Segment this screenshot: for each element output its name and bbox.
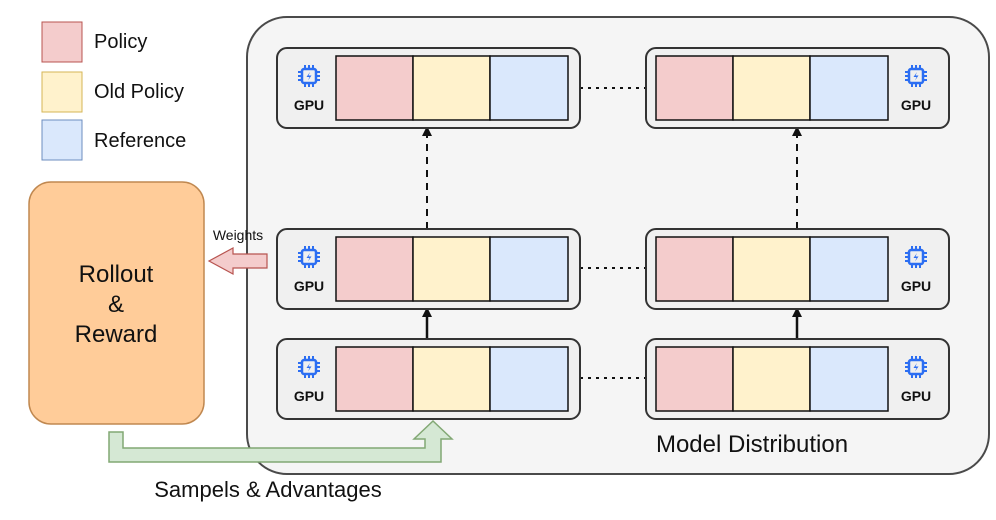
- policy-block: [655, 55, 734, 121]
- gpu-label: GPU: [294, 97, 324, 113]
- gpu-node-right-middle: GPU: [645, 228, 950, 310]
- model-distribution-label: Model Distribution: [656, 431, 848, 458]
- gpu-label: GPU: [294, 388, 324, 404]
- gpu-label: GPU: [294, 278, 324, 294]
- weights-label: Weights: [213, 227, 263, 243]
- reference-block: [489, 346, 569, 412]
- gpu-node-left-top: GPU: [276, 47, 581, 129]
- old-policy-block: [732, 236, 811, 302]
- legend-swatch-old-policy: [41, 71, 83, 113]
- legend-swatch-policy: [41, 21, 83, 63]
- rollout-reward-box: Rollout & Reward: [28, 181, 205, 425]
- reference-block: [489, 236, 569, 302]
- samples-advantages-arrow: [108, 419, 454, 463]
- weights-arrow: [207, 246, 268, 276]
- old-policy-block: [412, 55, 491, 121]
- legend-swatch-reference: [41, 119, 83, 161]
- rollout-label: Rollout: [79, 261, 154, 288]
- policy-block: [655, 346, 734, 412]
- old-policy-block: [412, 236, 491, 302]
- reference-block: [809, 55, 889, 121]
- policy-block: [335, 236, 414, 302]
- old-policy-block: [732, 346, 811, 412]
- gpu-label: GPU: [901, 97, 931, 113]
- legend-label-policy: Policy: [94, 31, 147, 53]
- policy-block: [655, 236, 734, 302]
- gpu-label: GPU: [901, 278, 931, 294]
- policy-block: [335, 346, 414, 412]
- reference-block: [809, 346, 889, 412]
- legend: Policy Old Policy Reference: [41, 21, 186, 161]
- reference-block: [809, 236, 889, 302]
- legend-label-old-policy: Old Policy: [94, 81, 184, 103]
- old-policy-block: [412, 346, 491, 412]
- gpu-label: GPU: [901, 388, 931, 404]
- old-policy-block: [732, 55, 811, 121]
- legend-label-reference: Reference: [94, 130, 186, 152]
- reference-block: [489, 55, 569, 121]
- samples-advantages-label: Sampels & Advantages: [154, 477, 381, 502]
- reward-label: Reward: [75, 321, 158, 348]
- gpu-node-right-top: GPU: [645, 47, 950, 129]
- gpu-node-left-middle: GPU: [276, 228, 581, 310]
- gpu-node-right-bottom: GPU: [645, 338, 950, 420]
- policy-block: [335, 55, 414, 121]
- ampersand-label: &: [108, 291, 124, 318]
- gpu-node-left-bottom: GPU: [276, 338, 581, 420]
